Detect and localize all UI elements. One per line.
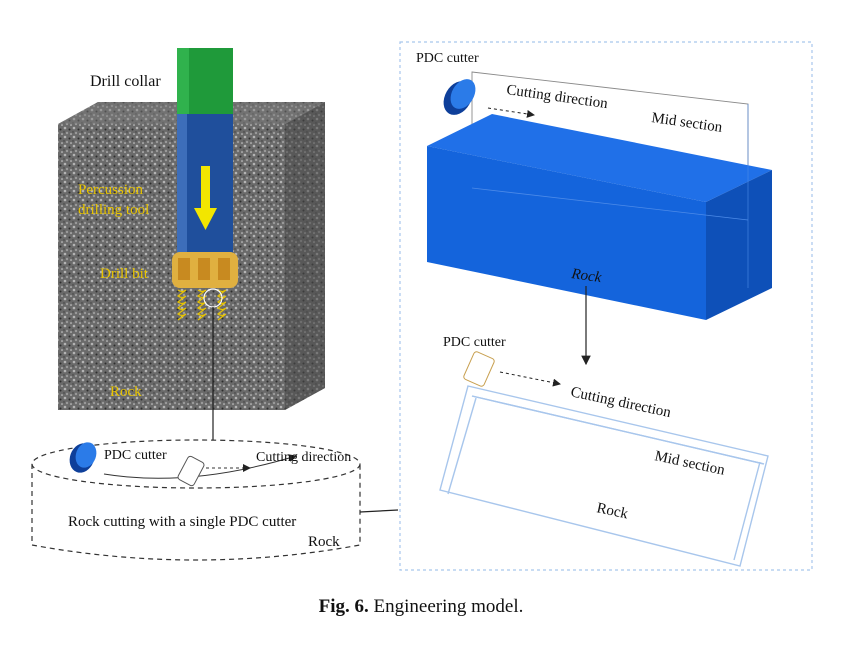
- cylinder-body: [31, 464, 361, 561]
- label-rock-left: Rock: [110, 384, 142, 400]
- pdc-cutter-outline-icon-right: [463, 351, 495, 387]
- label-drill-bit: Drill bit: [100, 266, 149, 282]
- pdc-cutter-icon-top: [443, 79, 476, 115]
- label-mid-section-top: Mid section: [650, 110, 723, 136]
- connector-right: [359, 509, 399, 513]
- pdc-cutter-icon: [69, 442, 97, 473]
- figure-caption: Fig. 6. Engineering model.: [0, 596, 842, 618]
- label-drill-collar: Drill collar: [90, 73, 161, 90]
- left-drilling-figure: Drill collar Percussion drilling tool Dr…: [58, 48, 325, 410]
- label-pdc-cutter-right-bottom: PDC cutter: [443, 335, 506, 350]
- drill-bit-shape: [172, 252, 238, 288]
- label-rock-right-bottom: Rock: [595, 500, 630, 522]
- label-cutting-direction-right-bottom: Cutting direction: [569, 384, 673, 421]
- right-panel-frame: [399, 41, 813, 571]
- label-rock-bottom: Rock: [308, 534, 340, 550]
- cutting-arrow-bottom: [499, 371, 561, 387]
- label-percussion-tool-1: Percussion: [78, 182, 143, 198]
- label-cutting-direction-top: Cutting direction: [505, 82, 609, 112]
- cylinder-cutting-figure: PDC cutter Cutting direction Rock cuttin…: [31, 439, 361, 561]
- caption-text: Engineering model.: [373, 596, 524, 617]
- label-percussion-tool-2: drilling tool: [78, 202, 149, 218]
- label-description-bottom: Rock cutting with a single PDC cutter: [68, 514, 296, 530]
- down-arrow-icon: [194, 166, 217, 230]
- rock-outline-block: [439, 385, 769, 567]
- rock-block-front: [58, 124, 285, 410]
- impact-spring-marks: [176, 289, 227, 321]
- pdc-cutter-outline-icon: [177, 455, 205, 487]
- engineering-model-diagram: Drill collar Percussion drilling tool Dr…: [31, 41, 813, 571]
- label-pdc-cutter-top: PDC cutter: [416, 51, 479, 66]
- caption-label: Fig. 6.: [318, 596, 369, 617]
- label-cutting-direction-bottom: Cutting direction: [256, 450, 351, 465]
- label-rock-top: Rock: [569, 266, 602, 286]
- rock-3d-block: [427, 71, 772, 320]
- cutting-arrow-top: [487, 107, 535, 118]
- label-pdc-cutter-bottom: PDC cutter: [104, 448, 167, 463]
